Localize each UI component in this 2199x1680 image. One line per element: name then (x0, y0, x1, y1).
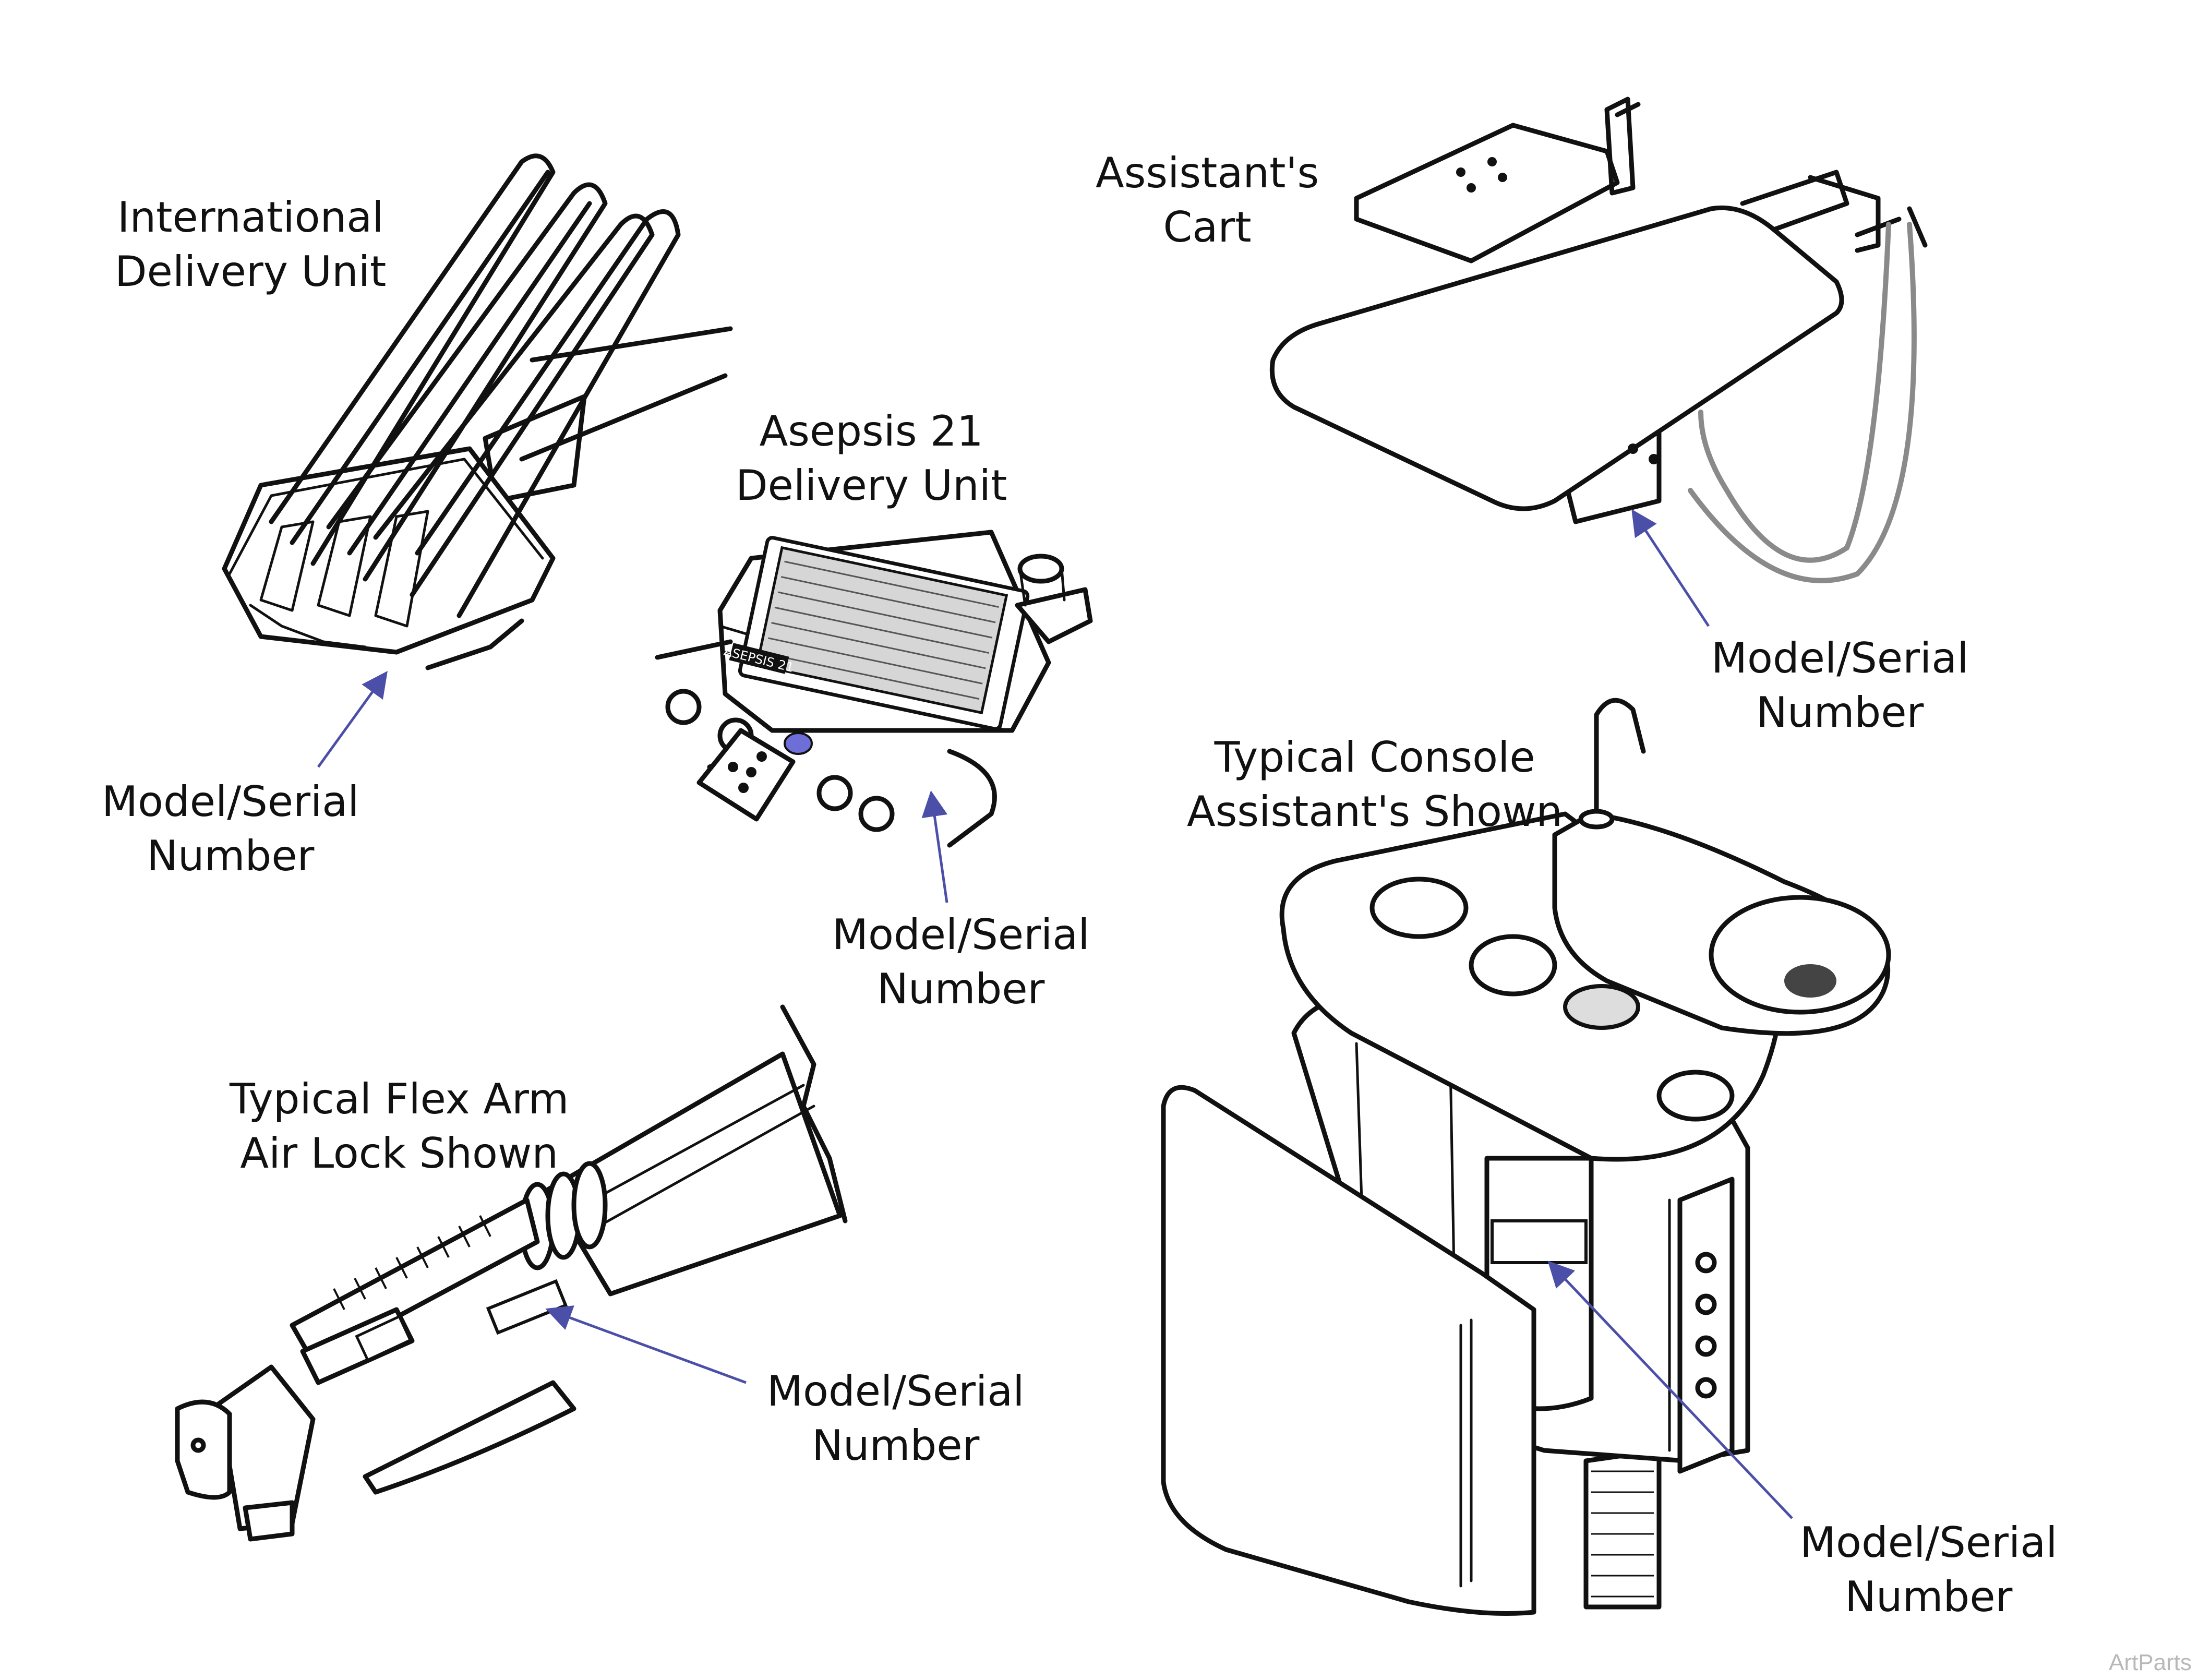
artparts-watermark: ArtParts (2109, 1650, 2192, 1675)
label-model-serial-cart: Model/Serial Number (1711, 634, 1969, 737)
model-serial-pointers (317, 509, 1793, 1519)
assistants-cart (1269, 97, 1928, 583)
pointer-cart (1631, 509, 1710, 627)
label-international-delivery-unit: International Delivery Unit (115, 193, 387, 296)
pointer-flex-arm (545, 1305, 747, 1384)
typical-console (1161, 698, 1891, 1616)
typical-flex-arm (175, 1004, 848, 1542)
pointer-international (317, 670, 388, 768)
pointer-asepsis (921, 790, 948, 903)
pointer-console (1547, 1261, 1793, 1519)
label-assistants-cart: Assistant's Cart (1096, 149, 1319, 251)
international-delivery-unit (222, 153, 733, 670)
label-typical-flex-arm: Typical Flex Arm Air Lock Shown (230, 1075, 569, 1178)
label-model-serial-asepsis: Model/Serial Number (832, 910, 1090, 1013)
label-model-serial-international: Model/Serial Number (102, 777, 359, 880)
label-asepsis-21-delivery-unit: Asepsis 21 Delivery Unit (736, 407, 1007, 510)
label-model-serial-console: Model/Serial Number (1800, 1518, 2058, 1621)
asepsis-21-delivery-unit: ASEPSIS 21 (655, 530, 1093, 848)
label-typical-console: Typical Console Assistant's Shown (1187, 733, 1563, 836)
label-model-serial-flex-arm: Model/Serial Number (767, 1367, 1025, 1470)
blue-button-icon (784, 732, 813, 755)
